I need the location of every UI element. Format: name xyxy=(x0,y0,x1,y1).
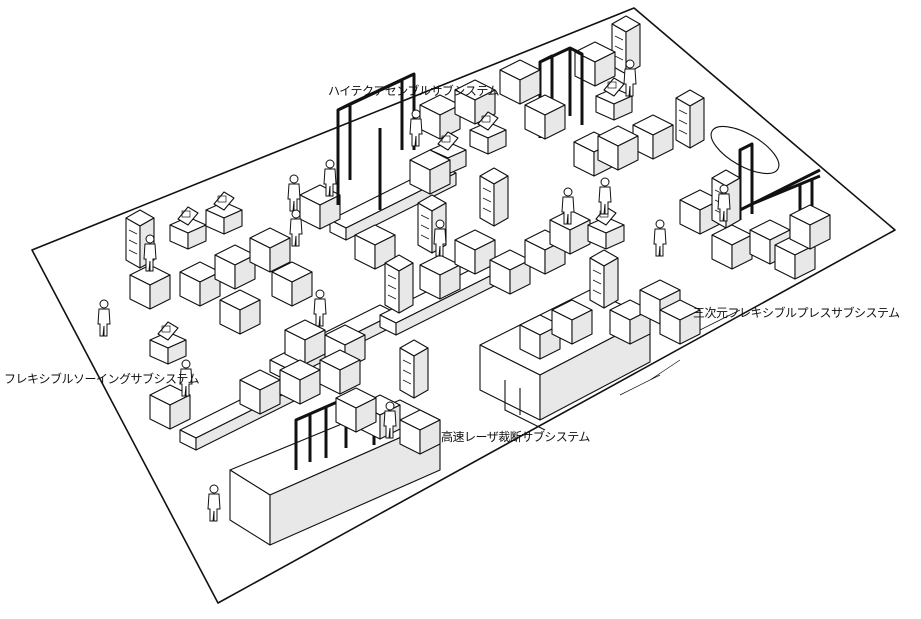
hitech-assembly-machines xyxy=(287,46,584,241)
label-hitech-assembly: ハイテクアセンブルサブシステム xyxy=(328,84,500,98)
label-flexible-sawing: フレキシブルソーイングサブシステム xyxy=(4,372,200,386)
large-press-machines xyxy=(479,249,701,431)
factory-floor xyxy=(31,7,896,604)
label-3d-flexible-press: 三次元フレキシブルプレスサブシステム xyxy=(693,306,900,320)
press-3d-machines xyxy=(653,125,831,280)
floor-detail-lines xyxy=(619,309,741,396)
laser-cutting-machines xyxy=(207,387,441,546)
label-laser-cutting: 高速レーザ裁断サブシステム xyxy=(441,430,590,444)
